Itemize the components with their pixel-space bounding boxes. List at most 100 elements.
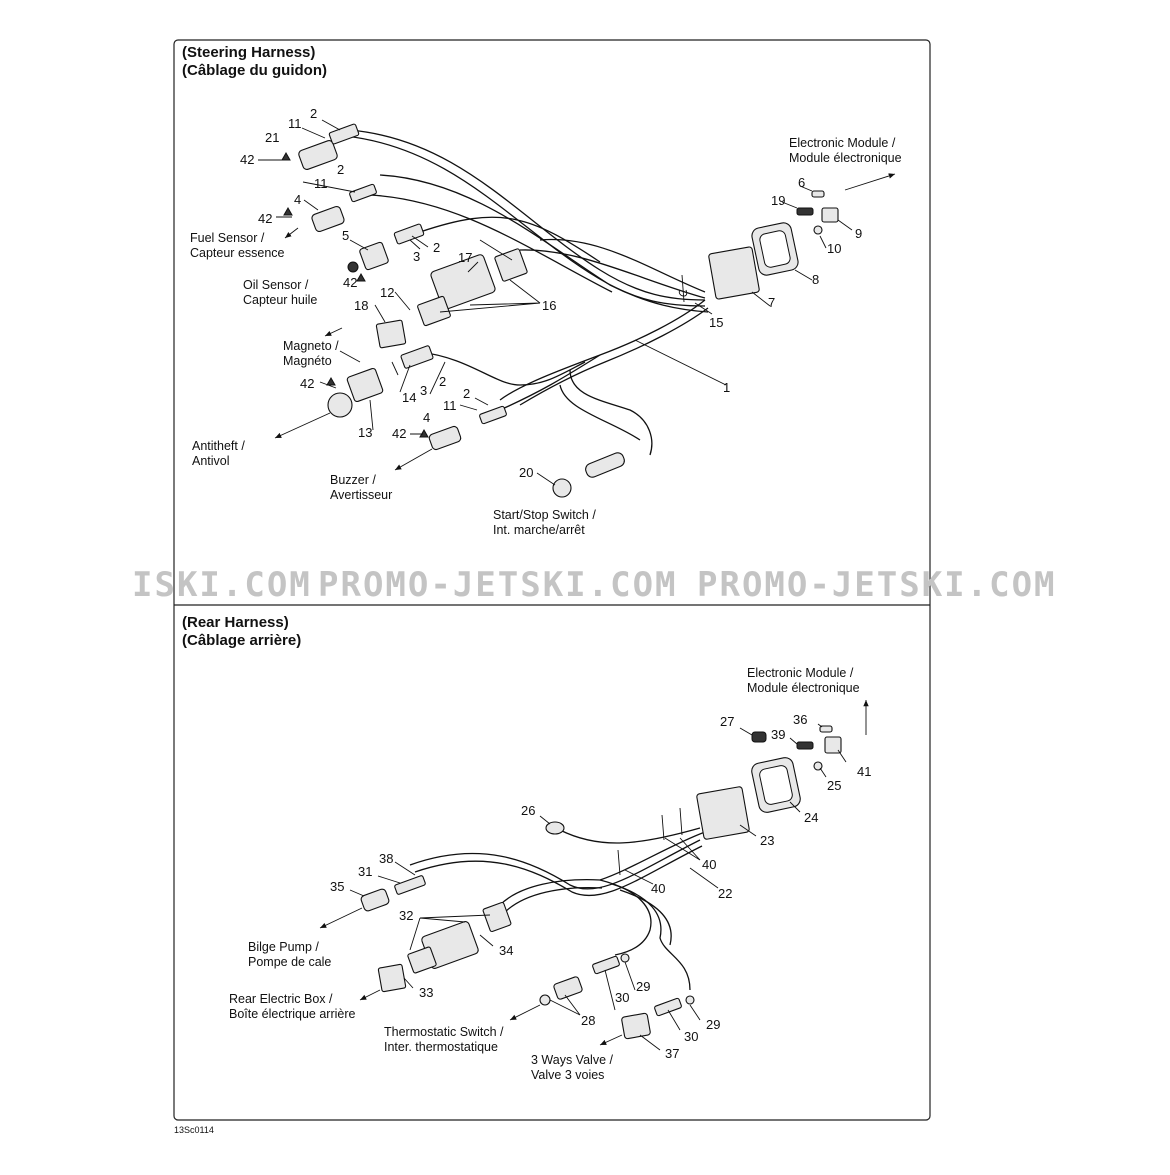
rear-box-label-fr: Boîte électrique arrière (229, 1007, 356, 1021)
callout: 33 (419, 985, 433, 1000)
callout: 36 (793, 712, 807, 727)
module-label-fr: Module électronique (789, 151, 902, 165)
callout: 29 (706, 1017, 720, 1032)
fuel-sensor-connector (311, 205, 345, 233)
callout: 28 (581, 1013, 595, 1028)
figure-code: 13Sc0114 (174, 1125, 214, 1135)
valve-connector-37 (621, 1012, 651, 1040)
watermark-3: PROMO-JETSKI.COM (697, 565, 1057, 605)
buzzer-label-en: Buzzer / (330, 473, 376, 487)
terminal-11b (479, 405, 507, 425)
bracket-18 (375, 319, 407, 349)
terminal-11 (349, 183, 377, 203)
callout: 40 (702, 857, 716, 872)
start-stop-label-en: Start/Stop Switch / (493, 508, 596, 522)
screw-19 (796, 207, 814, 216)
callout: 38 (379, 851, 393, 866)
callout: 37 (665, 1046, 679, 1061)
diagram-frame (173, 39, 931, 1121)
seal-16 (417, 295, 451, 327)
callout: 42 (240, 152, 254, 167)
callout: 25 (827, 778, 841, 793)
rear-box-label-en: Rear Electric Box / (229, 992, 333, 1006)
callout: 19 (771, 193, 785, 208)
clip-41 (824, 736, 842, 754)
thermostatic-label-en: Thermostatic Switch / (384, 1025, 504, 1039)
nut-27 (751, 731, 767, 743)
callout: 35 (330, 879, 344, 894)
start-stop-switch (585, 452, 625, 478)
callout: 26 (521, 803, 535, 818)
grommet-42 (347, 261, 359, 273)
callout: 10 (827, 241, 841, 256)
callout: 30 (684, 1029, 698, 1044)
callout: 11 (443, 398, 457, 413)
start-stop-button (552, 478, 572, 498)
module-label-en: Electronic Module / (789, 136, 896, 150)
callout: 30 (615, 990, 629, 1005)
callout: 21 (265, 130, 279, 145)
callout: 7 (768, 295, 775, 310)
callout: 17 (458, 250, 472, 265)
callout: 34 (499, 943, 513, 958)
clip-9 (821, 207, 839, 223)
magneto-label-en: Magneto / (283, 339, 339, 353)
callout: 41 (857, 764, 871, 779)
watermark-2: PROMO-JETSKI.COM (318, 565, 678, 605)
steering-title-fr: (Câblage du guidon) (182, 62, 327, 79)
bolt-6 (811, 190, 825, 198)
callout: 11 (314, 176, 328, 191)
callout: 4 (294, 192, 301, 207)
magneto-connector (346, 367, 384, 403)
callout: 42 (258, 211, 272, 226)
bracket-33 (377, 963, 407, 993)
antitheft-label-en: Antitheft / (192, 439, 245, 453)
callout: 40 (651, 881, 665, 896)
watermark-1: ISKI.COM (132, 565, 312, 605)
callout: 2 (310, 106, 317, 121)
seal-32 (407, 946, 437, 974)
ground-26 (545, 821, 565, 835)
callout: 4 (423, 410, 430, 425)
screw-39 (796, 741, 814, 750)
callout: 14 (402, 390, 416, 405)
callout: 2 (337, 162, 344, 177)
terminal-30 (592, 955, 620, 975)
rear-title-fr: (Câblage arrière) (182, 632, 301, 649)
steering-title-en: (Steering Harness) (182, 44, 315, 61)
rear-harness: 27 36 39 41 25 24 23 26 40 40 22 38 31 3… (229, 666, 871, 1082)
callout: 3 (413, 249, 420, 264)
module-connector-7 (708, 246, 760, 300)
callout: 23 (760, 833, 774, 848)
callout: 12 (380, 285, 394, 300)
magneto-label-fr: Magnéto (283, 354, 332, 368)
callout: 42 (392, 426, 406, 441)
bolt-36 (819, 725, 833, 733)
fuel-sensor-label-en: Fuel Sensor / (190, 231, 265, 245)
callout: 42 (300, 376, 314, 391)
module-connector-23 (696, 786, 750, 840)
rear-title-en: (Rear Harness) (182, 614, 289, 631)
callout: 39 (771, 727, 785, 742)
terminal-2 (328, 123, 360, 145)
callout: 2 (433, 240, 440, 255)
callout: 5 (342, 228, 349, 243)
bilge-connector-35 (360, 888, 390, 912)
buzzer-connector (428, 425, 462, 451)
terminal-30b (654, 997, 682, 1017)
oil-sensor-label-fr: Capteur huile (243, 293, 317, 307)
start-stop-label-fr: Int. marche/arrêt (493, 523, 585, 537)
antitheft-label-fr: Antivol (192, 454, 230, 468)
valve-label-en: 3 Ways Valve / (531, 1053, 613, 1067)
fuel-sensor-label-fr: Capteur essence (190, 246, 285, 260)
callout: 2 (463, 386, 470, 401)
callout: 8 (812, 272, 819, 287)
callout: 42 (343, 275, 357, 290)
callout: 15 (709, 315, 723, 330)
terminal-2b (400, 345, 434, 369)
callout: 3 (420, 383, 427, 398)
callout: 11 (288, 116, 302, 131)
callout: 2 (439, 374, 446, 389)
buzzer-label-fr: Avertisseur (330, 488, 392, 502)
